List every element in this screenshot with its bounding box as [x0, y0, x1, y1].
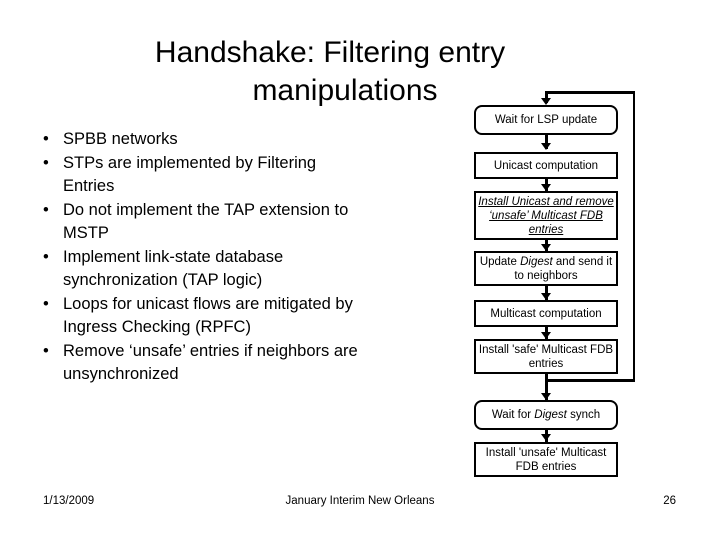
list-item-label: STPs are implemented by Filtering Entrie…	[63, 153, 317, 196]
connector-arrowhead-icon	[541, 184, 552, 191]
flow-node-label-pre: Wait for	[491, 409, 535, 421]
feedback-arrowhead-icon	[541, 98, 552, 105]
flow-node-label: Install 'unsafe' Multicast FDB entries	[485, 446, 607, 473]
flow-node-install-unsafe[interactable]: Install 'unsafe' Multicast FDB entries	[474, 442, 618, 477]
list-item: • Do not implement the TAP extension to …	[36, 199, 366, 246]
footer-date: 1/13/2009	[43, 495, 95, 507]
connector-arrowhead-icon	[541, 143, 552, 150]
flow-node-wait-lsp-update[interactable]: Wait for LSP update	[474, 105, 618, 135]
bullet-marker-icon: •	[43, 294, 49, 313]
flow-node-install-safe[interactable]: Install 'safe' Multicast FDB entries	[474, 339, 618, 374]
feedback-line-into-node1	[545, 91, 548, 103]
flow-node-label-post: and send it to neighbors	[514, 255, 613, 282]
connector-1-2	[545, 135, 548, 149]
list-item-label: SPBB networks	[63, 130, 178, 148]
flow-node-install-unicast-remove-unsafe[interactable]: Install Unicast and remove ‘unsafe’ Mult…	[474, 191, 618, 240]
list-item-label: Loops for unicast flows are mitigated by…	[63, 294, 353, 337]
connector-arrowhead-icon	[541, 293, 552, 300]
feedback-line-right	[632, 91, 635, 381]
connector-arrowhead-icon	[541, 332, 552, 339]
flowchart: Wait for LSP update Unicast computation …	[455, 80, 665, 490]
footer-event-name: January Interim New Orleans	[285, 495, 435, 507]
flow-node-label-emphasis: Digest	[534, 409, 567, 421]
feedback-line-bottom	[545, 379, 635, 382]
flow-node-label: Install 'safe' Multicast FDB entries	[478, 343, 614, 370]
flow-node-unicast-computation[interactable]: Unicast computation	[474, 152, 618, 179]
bullet-marker-icon: •	[43, 247, 49, 266]
footer-page-number: 26	[663, 495, 676, 507]
flow-node-wait-digest-synch[interactable]: Wait for Digest synch	[474, 400, 618, 430]
flow-node-multicast-computation[interactable]: Multicast computation	[474, 300, 618, 327]
slide-footer: 1/13/2009 January Interim New Orleans 26	[0, 495, 720, 515]
list-item: • STPs are implemented by Filtering Entr…	[36, 152, 366, 199]
connector-arrowhead-icon	[541, 393, 552, 400]
flow-node-label: Wait for Digest synch	[478, 408, 614, 422]
bullet-marker-icon: •	[43, 153, 49, 172]
bullet-marker-icon: •	[43, 130, 49, 148]
feedback-line-top	[545, 91, 635, 94]
connector-6-7	[545, 374, 548, 400]
list-item-label: Implement link-state database synchroniz…	[63, 247, 284, 290]
list-item-label: Remove ‘unsafe’ entries if neighbors are…	[63, 341, 358, 384]
list-item: • SPBB networks	[36, 128, 366, 152]
flow-node-label-emphasis: Digest	[520, 255, 553, 268]
flow-node-label: Multicast computation	[490, 307, 602, 320]
bullet-marker-icon: •	[43, 200, 49, 219]
flow-node-label-post: synch	[566, 409, 601, 421]
flow-node-label: Wait for LSP update	[494, 114, 598, 126]
connector-arrowhead-icon	[541, 244, 552, 251]
list-item: • Loops for unicast flows are mitigated …	[36, 293, 366, 340]
page-title: Handshake: Filtering entry manipulations	[60, 34, 600, 110]
bullet-list: • SPBB networks • STPs are implemented b…	[36, 128, 366, 387]
bullet-marker-icon: •	[43, 341, 49, 360]
flow-node-label-pre: Update	[479, 255, 521, 268]
list-item: • Remove ‘unsafe’ entries if neighbors a…	[36, 340, 366, 387]
flow-node-label: Install Unicast and remove ‘unsafe’ Mult…	[478, 195, 614, 236]
title-line-2: manipulations	[252, 74, 438, 107]
title-line-1: Handshake: Filtering entry	[154, 36, 506, 69]
flow-node-label: Update Digest and send it to neighbors	[478, 255, 614, 283]
list-item-label: Do not implement the TAP extension to MS…	[63, 200, 349, 243]
flow-node-update-digest[interactable]: Update Digest and send it to neighbors	[474, 251, 618, 286]
list-item: • Implement link-state database synchron…	[36, 246, 366, 293]
connector-arrowhead-icon	[541, 434, 552, 441]
flow-node-label: Unicast computation	[493, 159, 599, 172]
